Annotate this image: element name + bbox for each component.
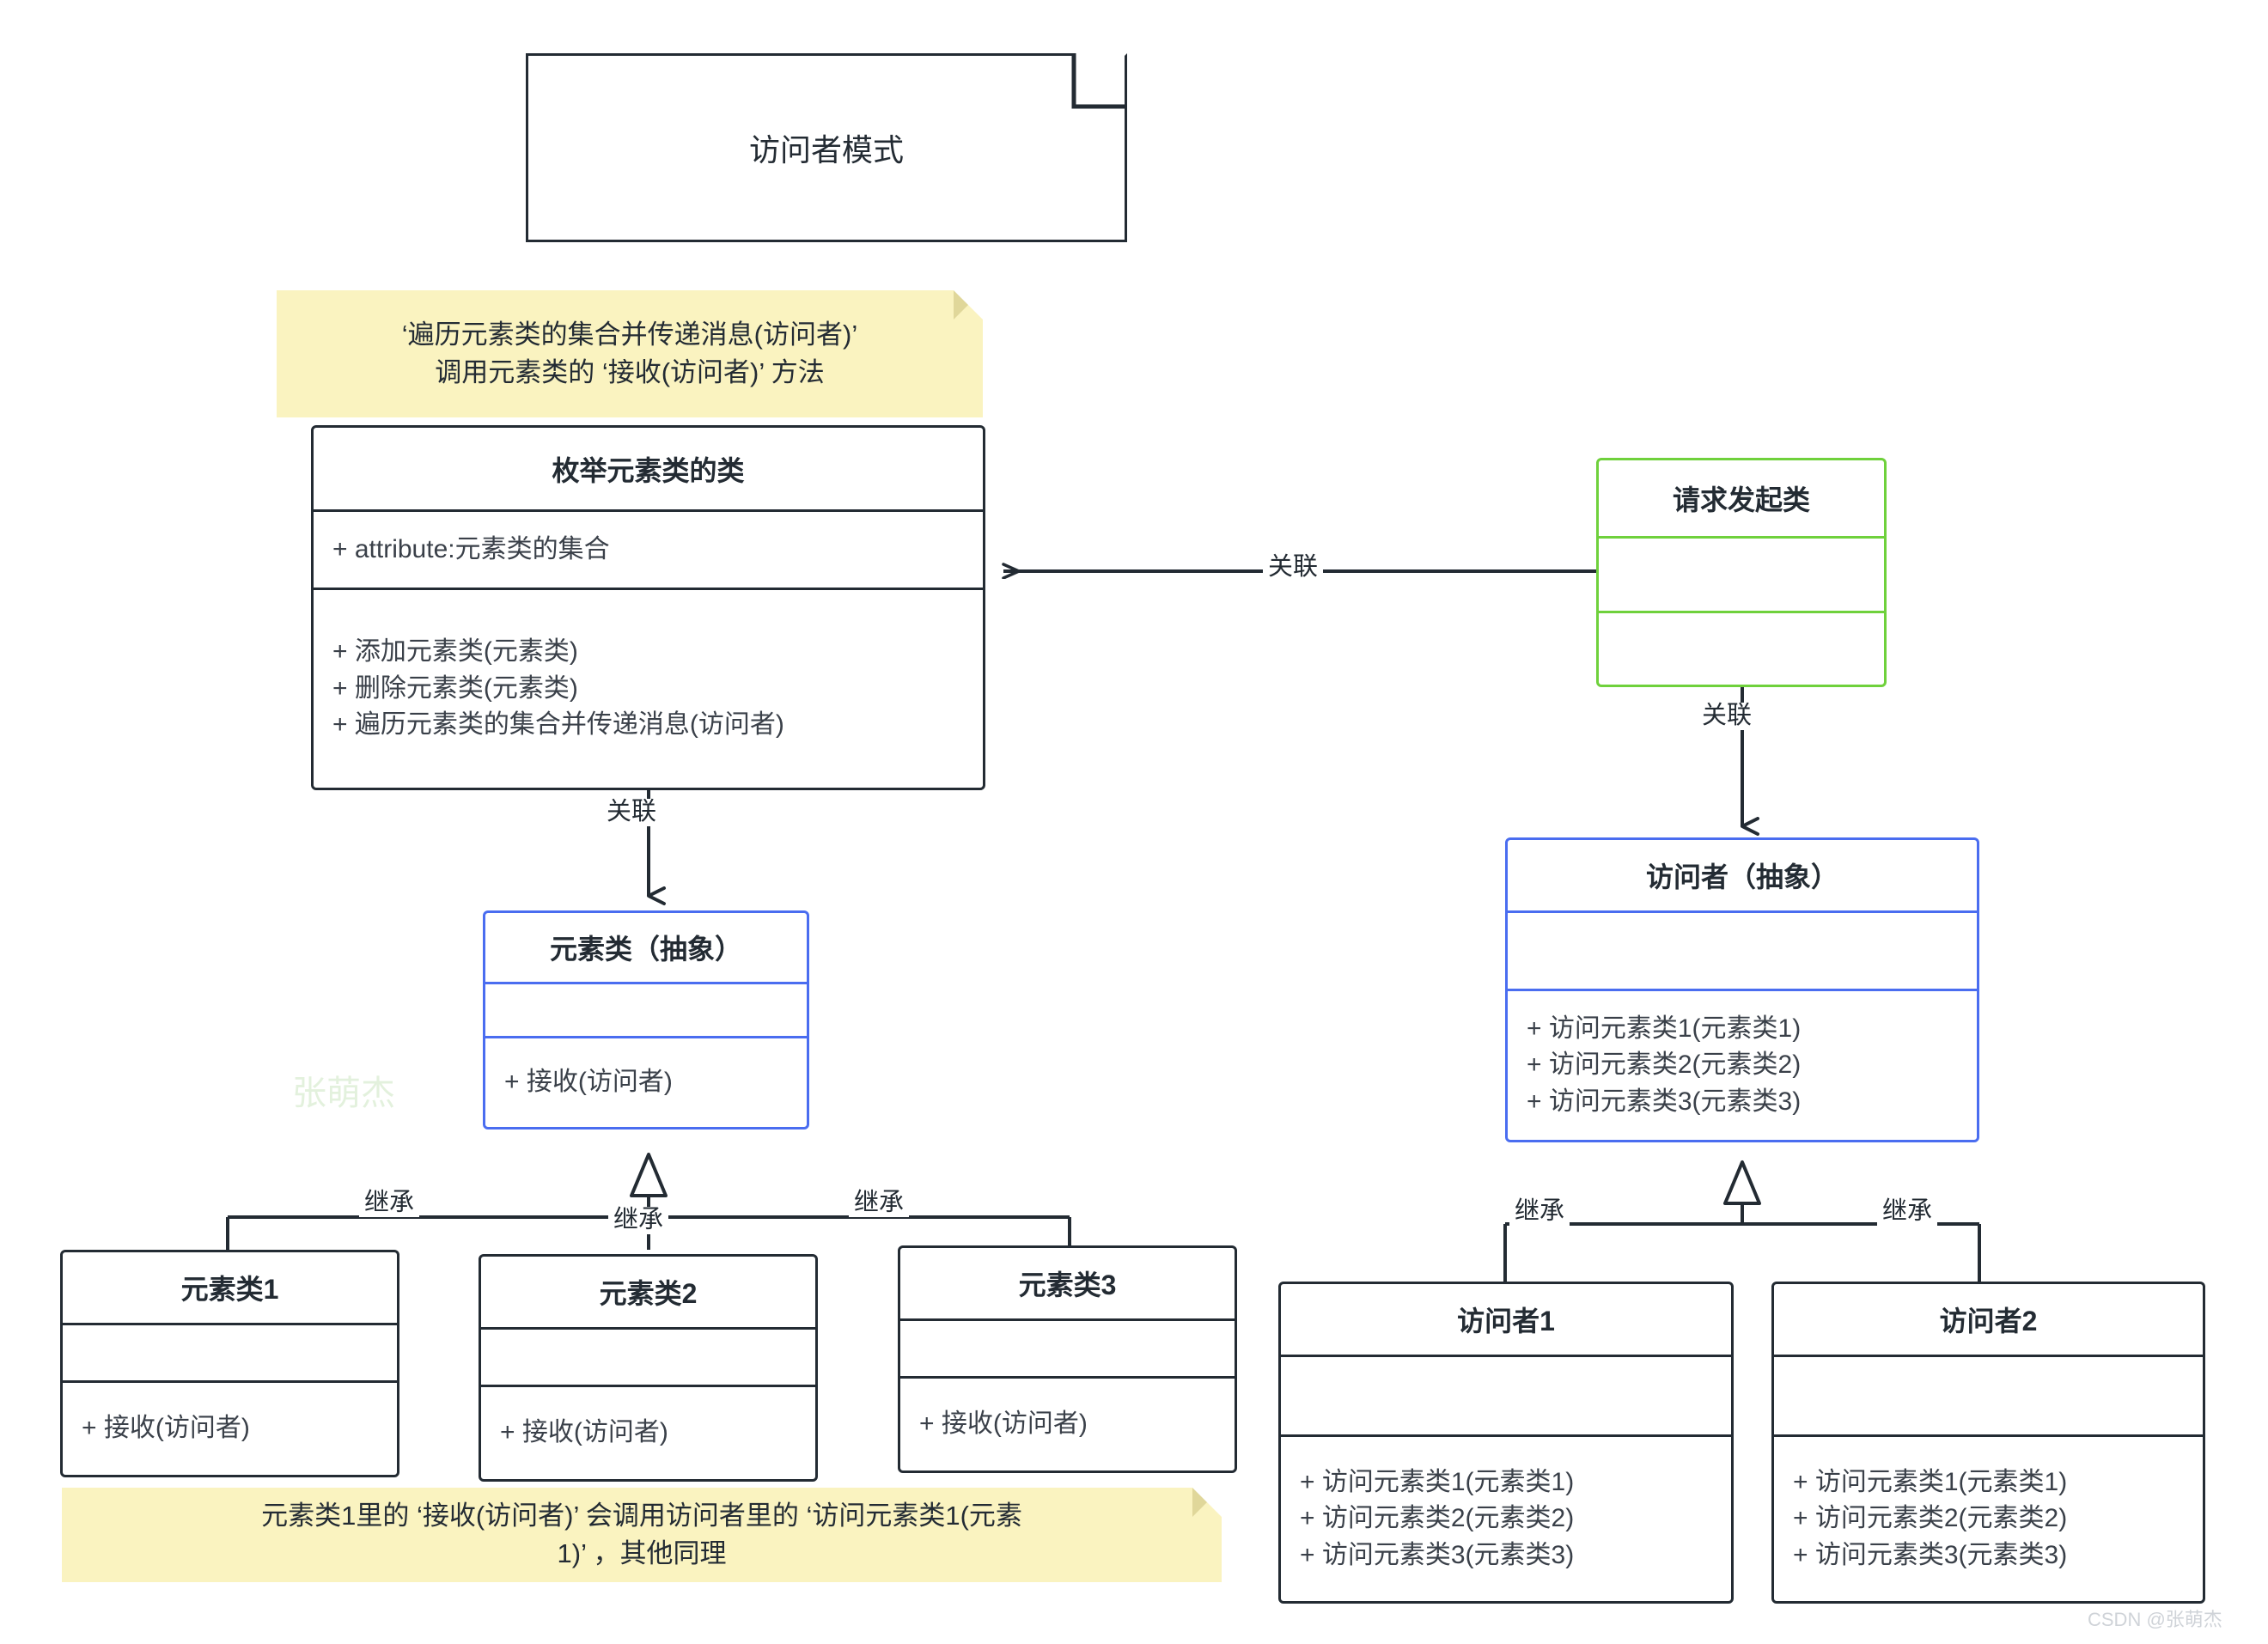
class-methods-element3: + 接收(访问者) (900, 1376, 1235, 1470)
class-methods-element-abstract: + 接收(访问者) (485, 1036, 807, 1127)
class-attributes-visitor2 (1774, 1355, 2203, 1434)
class-method-row: + 访问元素类3(元素类3) (1527, 1087, 1802, 1116)
watermark-center: 张萌杰 (292, 1075, 395, 1112)
class-methods-visitor1: + 访问元素类1(元素类1) + 访问元素类2(元素类2) + 访问元素类3(元… (1281, 1434, 1731, 1601)
class-method-row: + 访问元素类1(元素类1) (1793, 1467, 2068, 1496)
class-attributes-client (1599, 536, 1884, 611)
class-box-visitor-abstract[interactable]: 访问者（抽象） + 访问元素类1(元素类1) + 访问元素类2(元素类2) + … (1505, 837, 1979, 1142)
class-box-element-abstract[interactable]: 元素类（抽象） + 接收(访问者) (483, 910, 809, 1129)
class-method-row: + 访问元素类2(元素类2) (1527, 1050, 1802, 1080)
edge-inheritance-elements (226, 1153, 1071, 1250)
class-method-row: + 接收(访问者) (919, 1410, 1088, 1439)
class-method-row: + 遍历元素类的集合并传递消息(访问者) (332, 710, 784, 740)
edge-label-inheritance-element1: 继承 (359, 1189, 420, 1217)
note-bottom-line2: 1)’ ，其他同理 (557, 1538, 727, 1568)
class-method-row: + 访问元素类2(元素类2) (1300, 1504, 1575, 1533)
edge-label-inheritance-visitor1: 继承 (1509, 1197, 1570, 1226)
class-method-row: + 访问元素类3(元素类3) (1300, 1540, 1575, 1569)
class-methods-visitor-abstract: + 访问元素类1(元素类1) + 访问元素类2(元素类2) + 访问元素类3(元… (1508, 989, 1977, 1140)
class-attributes-visitor1 (1281, 1355, 1731, 1434)
class-box-element1[interactable]: 元素类1 + 接收(访问者) (60, 1250, 399, 1477)
note-fold-corner-icon (1074, 53, 1127, 107)
class-method-row: + 接收(访问者) (500, 1418, 668, 1447)
class-attributes-element-abstract (485, 982, 807, 1036)
class-method-row: + 接收(访问者) (504, 1068, 673, 1097)
note-fold-white-icon (1192, 1488, 1222, 1517)
class-method-row: + 访问元素类1(元素类1) (1527, 1014, 1802, 1043)
class-methods-client (1599, 610, 1884, 685)
class-method-row: + 访问元素类2(元素类2) (1793, 1504, 2068, 1533)
class-attributes-element1 (63, 1323, 397, 1380)
title-note: 访问者模式 (526, 53, 1127, 242)
note-top-line1: ‘遍历元素类的集合并传递消息(访问者)’ (401, 319, 858, 350)
class-methods-object-structure: + 添加元素类(元素类) + 删除元素类(元素类) + 遍历元素类的集合并传递消… (314, 588, 983, 788)
class-attributes-visitor-abstract (1508, 910, 1977, 989)
edge-label-inheritance-visitor2: 继承 (1877, 1197, 1938, 1226)
class-name-element2: 元素类2 (599, 1278, 698, 1309)
title-note-label: 访问者模式 (748, 132, 904, 167)
note-bottom-line1: 元素类1里的 ‘接收(访问者)’ 会调用访问者里的 ‘访问元素类1(元素 (261, 1500, 1022, 1531)
edge-label-association-client-visitor: 关联 (1697, 702, 1758, 730)
edge-label-association-client-objectstructure: 关联 (1263, 553, 1324, 581)
class-name-object-structure: 枚举元素类的类 (552, 454, 745, 486)
edge-label-inheritance-element2: 继承 (608, 1206, 669, 1234)
class-box-visitor1[interactable]: 访问者1 + 访问元素类1(元素类1) + 访问元素类2(元素类2) + 访问元… (1278, 1282, 1734, 1604)
class-box-client[interactable]: 请求发起类 (1596, 458, 1887, 687)
class-name-client: 请求发起类 (1672, 484, 1810, 515)
class-methods-element1: + 接收(访问者) (63, 1380, 397, 1475)
watermark-corner: CSDN @张萌杰 (2088, 1609, 2222, 1630)
class-box-visitor2[interactable]: 访问者2 + 访问元素类1(元素类1) + 访问元素类2(元素类2) + 访问元… (1771, 1282, 2205, 1604)
class-name-element1: 元素类1 (180, 1274, 279, 1305)
class-attributes-element3 (900, 1318, 1235, 1376)
note-bottom: 元素类1里的 ‘接收(访问者)’ 会调用访问者里的 ‘访问元素类1(元素 1)’… (62, 1488, 1222, 1582)
class-box-element3[interactable]: 元素类3 + 接收(访问者) (898, 1245, 1237, 1473)
edge-label-inheritance-element3: 继承 (849, 1189, 910, 1217)
class-box-object-structure[interactable]: 枚举元素类的类 + attribute:元素类的集合 + 添加元素类(元素类) … (311, 425, 985, 790)
note-top-line2: 调用元素类的 ‘接收(访问者)’ 方法 (435, 357, 825, 387)
class-methods-visitor2: + 访问元素类1(元素类1) + 访问元素类2(元素类2) + 访问元素类3(元… (1774, 1434, 2203, 1601)
class-attribute-row: + attribute:元素类的集合 (332, 534, 610, 563)
class-box-element2[interactable]: 元素类2 + 接收(访问者) (479, 1254, 818, 1482)
class-attributes-object-structure: + attribute:元素类的集合 (314, 509, 983, 588)
class-attributes-element2 (481, 1327, 815, 1385)
class-name-element-abstract: 元素类（抽象） (549, 934, 742, 965)
class-method-row: + 访问元素类1(元素类1) (1300, 1467, 1575, 1496)
note-fold-white-icon (954, 290, 983, 320)
class-name-visitor-abstract: 访问者（抽象） (1645, 862, 1838, 892)
class-name-visitor1: 访问者1 (1457, 1306, 1555, 1337)
class-method-row: + 添加元素类(元素类) (332, 637, 578, 667)
class-name-element3: 元素类3 (1018, 1270, 1117, 1300)
class-method-row: + 删除元素类(元素类) (332, 673, 578, 703)
class-method-row: + 接收(访问者) (82, 1414, 250, 1443)
class-methods-element2: + 接收(访问者) (481, 1385, 815, 1479)
class-name-visitor2: 访问者2 (1939, 1306, 2038, 1337)
note-top: ‘遍历元素类的集合并传递消息(访问者)’ 调用元素类的 ‘接收(访问者)’ 方法 (277, 290, 983, 417)
edge-label-association-objectstructure-element: 关联 (601, 798, 662, 826)
class-method-row: + 访问元素类3(元素类3) (1793, 1540, 2068, 1569)
